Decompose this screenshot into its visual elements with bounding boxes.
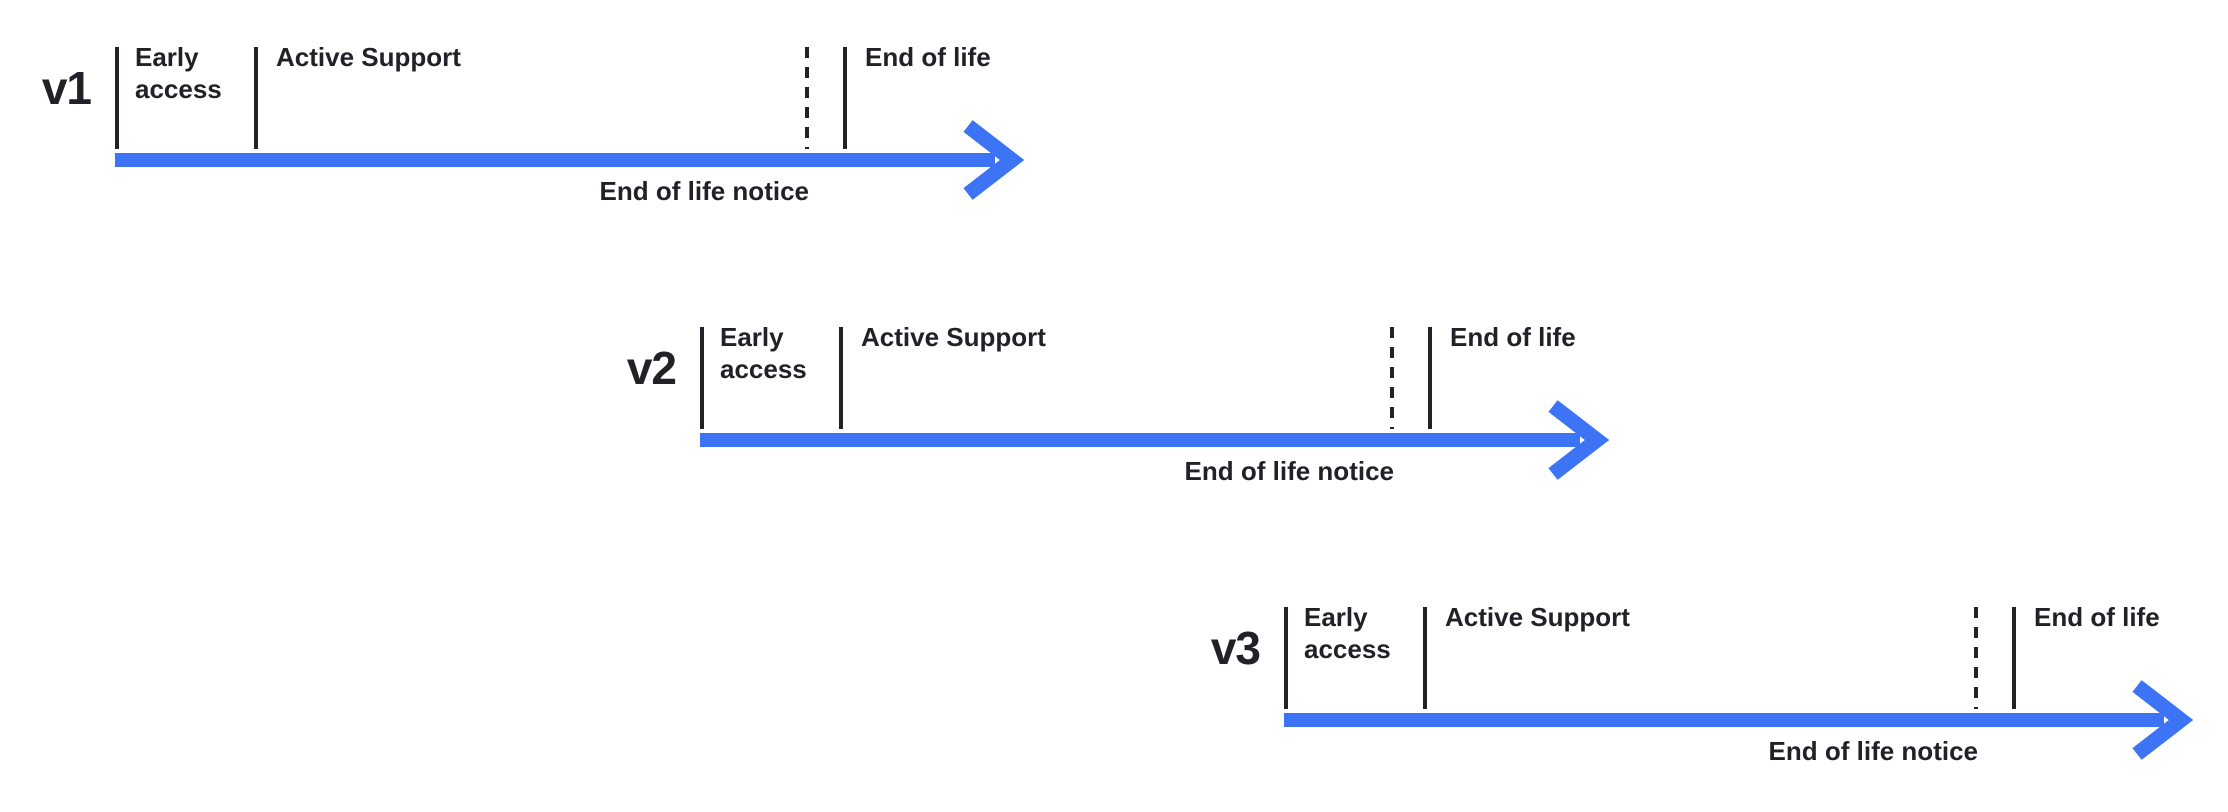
phase-tick-early-access <box>700 327 704 429</box>
phase-label-end-of-life: End of life <box>2034 602 2160 632</box>
phase-tick-active-support <box>254 47 258 149</box>
eol-notice-dashed-tick <box>805 47 809 149</box>
eol-notice-dashed-tick <box>1390 327 1394 429</box>
phase-label-early-access: Early access <box>135 42 222 104</box>
timeline-arrow-icon <box>700 400 1610 480</box>
phase-label-end-of-life: End of life <box>865 42 991 72</box>
eol-notice-dashed-tick <box>1974 607 1978 709</box>
phase-tick-early-access <box>115 47 119 149</box>
phase-label-active-support: Active Support <box>861 322 1046 352</box>
eol-notice-label: End of life notice <box>1184 456 1394 486</box>
eol-notice-label: End of life notice <box>599 176 809 206</box>
phase-label-end-of-life: End of life <box>1450 322 1576 352</box>
phase-label-active-support: Active Support <box>276 42 461 72</box>
phase-label-active-support: Active Support <box>1445 602 1630 632</box>
timeline-arrow-icon <box>115 120 1025 200</box>
phase-tick-active-support <box>1423 607 1427 709</box>
eol-notice-label: End of life notice <box>1768 736 1978 766</box>
phase-tick-end-of-life <box>1428 327 1432 429</box>
timeline-arrow-icon <box>1284 680 2194 760</box>
phase-tick-active-support <box>839 327 843 429</box>
phase-label-early-access: Early access <box>1304 602 1391 664</box>
version-label: v3 <box>1210 622 1261 674</box>
phase-tick-end-of-life <box>2012 607 2016 709</box>
phase-label-early-access: Early access <box>720 322 807 384</box>
version-label: v2 <box>626 342 677 394</box>
version-label: v1 <box>41 62 92 114</box>
phase-tick-early-access <box>1284 607 1288 709</box>
phase-tick-end-of-life <box>843 47 847 149</box>
